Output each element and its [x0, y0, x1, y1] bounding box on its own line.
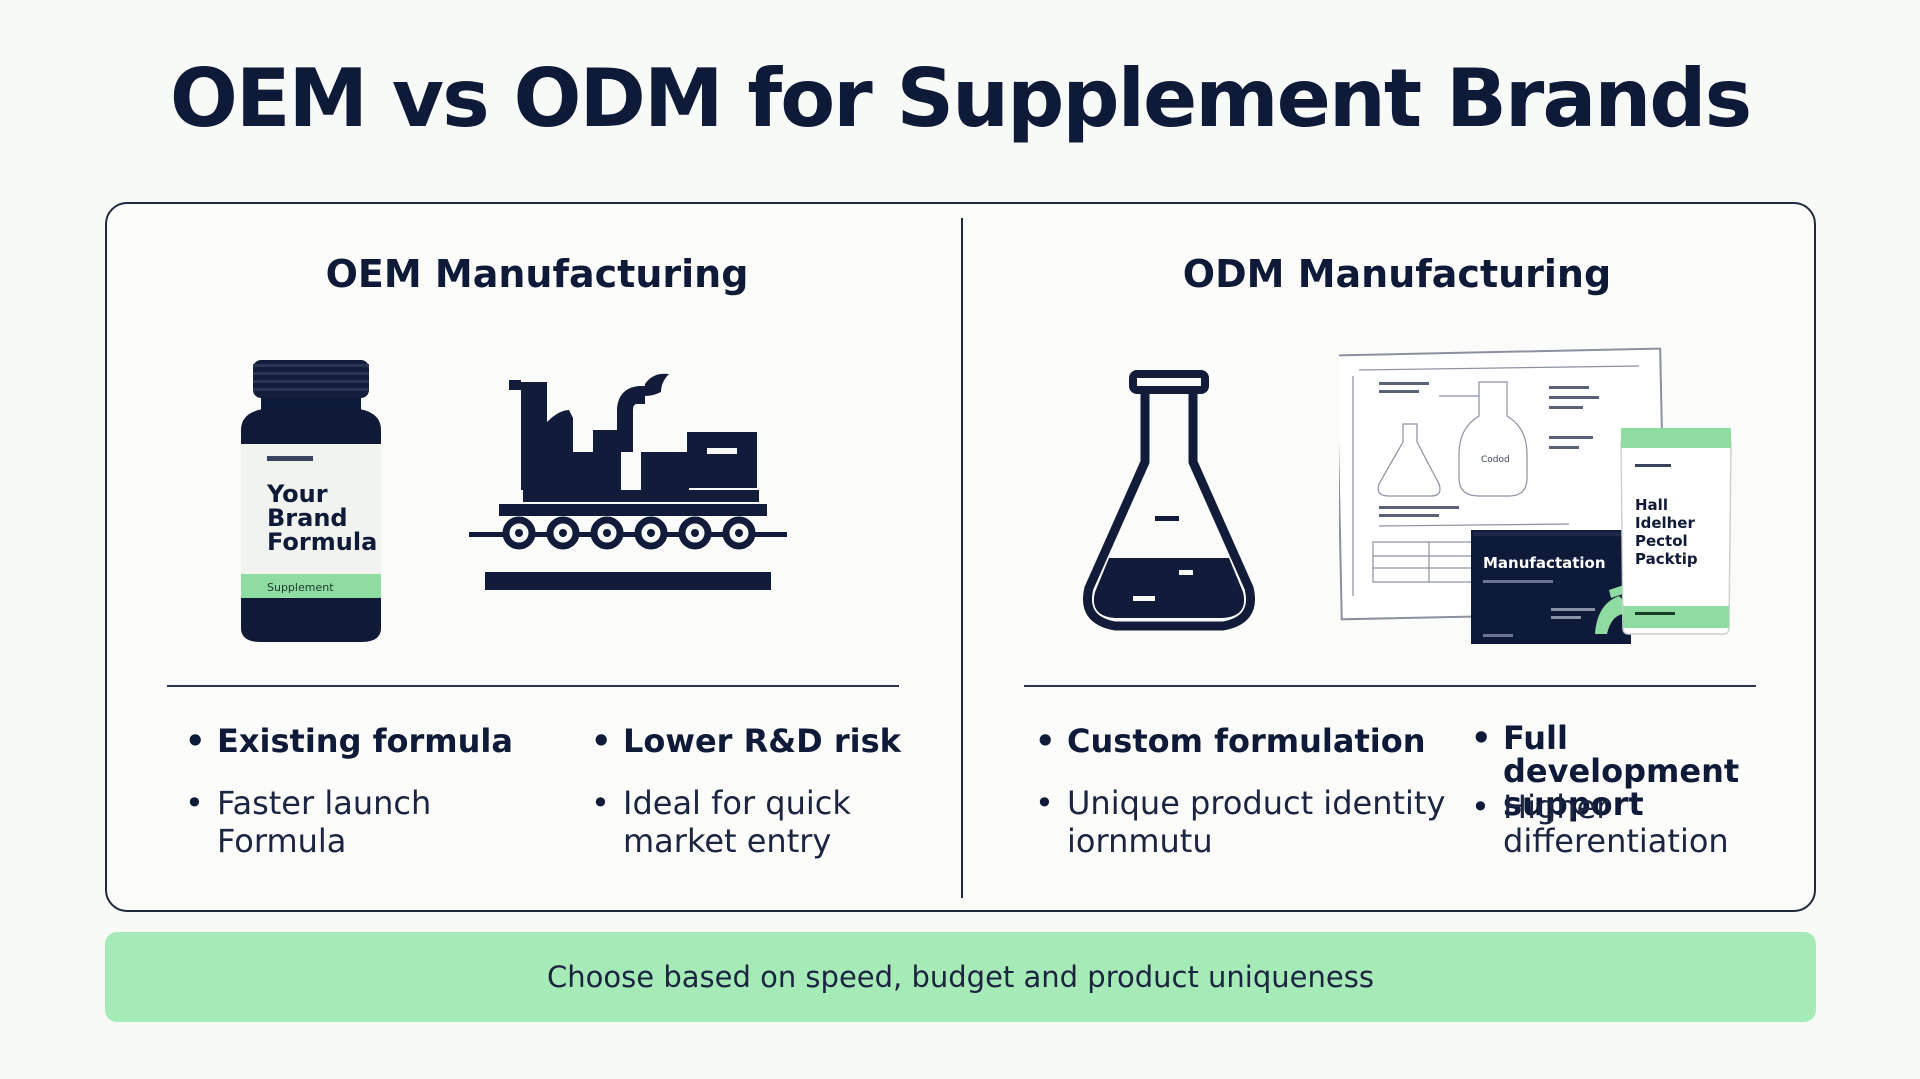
oem-separator [167, 685, 899, 687]
pouch-line2: Idelher [1635, 514, 1695, 532]
oem-bullet-existing-formula: Existing formula [185, 722, 525, 760]
odm-heading: ODM Manufacturing [1182, 252, 1612, 296]
odm-bullet-higher-differentiation: Higher differentiation [1471, 790, 1801, 858]
box-label: Manufactation [1483, 554, 1606, 572]
odm-bullet-custom-formulation: Custom formulation [1035, 722, 1435, 760]
oem-bullet-faster-launch: Faster launch Formula [185, 784, 525, 860]
oem-bullet-lower-rd-risk: Lower R&D risk [591, 722, 931, 760]
odm-separator [1024, 685, 1756, 687]
pouch-line4: Packtip [1635, 550, 1698, 568]
pouch-line1: Hall [1635, 496, 1668, 514]
factory-conveyor-icon [469, 373, 787, 590]
oem-heading: OEM Manufacturing [325, 252, 749, 296]
pouch-icon: Hall Idelher Pectol Packtip [1620, 428, 1732, 635]
blueprint-label: Codod [1481, 455, 1510, 465]
comparison-panel: OEM Manufacturing Your Brand Formula Sup… [105, 202, 1816, 912]
flask-icon [1083, 370, 1255, 631]
odm-bullet-unique-product-identity: Unique product identity iornmutu [1035, 784, 1455, 860]
bottle-brand-line1: Your [266, 480, 328, 508]
oem-bullet-quick-market-entry: Ideal for quick market entry [591, 784, 931, 860]
bottle-brand-line3: Formula [267, 528, 377, 556]
box-icon: Manufactation [1471, 530, 1631, 644]
page-title: OEM vs ODM for Supplement Brands [169, 52, 1752, 145]
bottle-band-label: Supplement [267, 581, 334, 594]
summary-banner: Choose based on speed, budget and produc… [105, 932, 1816, 1022]
column-divider [961, 218, 963, 898]
summary-text: Choose based on speed, budget and produc… [547, 960, 1374, 994]
supplement-bottle-icon: Your Brand Formula Supplement [241, 360, 381, 642]
pouch-line3: Pectol [1635, 532, 1688, 550]
bottle-brand-line2: Brand [267, 504, 348, 532]
